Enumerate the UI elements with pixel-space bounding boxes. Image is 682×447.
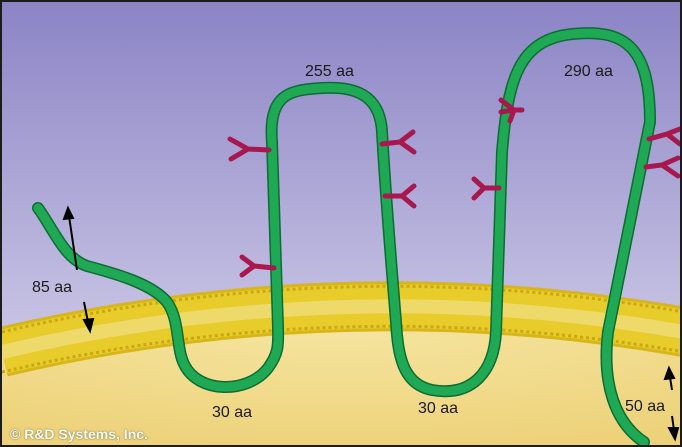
- label-c-terminus: 50 aa: [625, 399, 665, 415]
- label-extracellular-loop-2: 290 aa: [564, 64, 613, 80]
- label-n-terminus: 85 aa: [32, 280, 72, 296]
- label-intracellular-loop-2: 30 aa: [418, 401, 458, 417]
- copyright-notice: © R&D Systems, Inc.: [10, 426, 148, 442]
- label-intracellular-loop-1: 30 aa: [212, 405, 252, 421]
- label-extracellular-loop-1: 255 aa: [305, 64, 354, 80]
